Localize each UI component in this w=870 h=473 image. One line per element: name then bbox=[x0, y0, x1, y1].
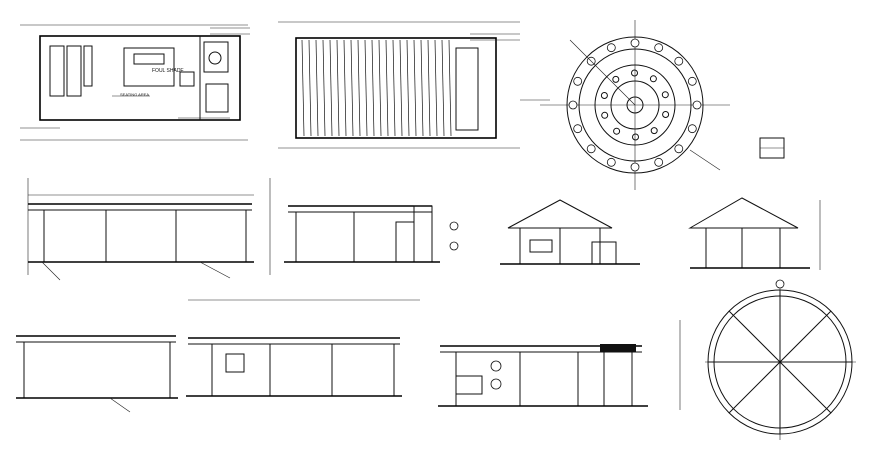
rafter-line bbox=[378, 39, 382, 137]
column-marker bbox=[654, 43, 664, 53]
seat-stool bbox=[612, 75, 620, 83]
rafter-line bbox=[357, 39, 361, 137]
seating-area-label: SEATING AREA bbox=[120, 92, 149, 97]
seat-stool bbox=[662, 111, 670, 118]
rafter-line bbox=[329, 39, 333, 137]
seat-stool bbox=[631, 69, 638, 77]
column-marker bbox=[654, 157, 664, 167]
floor-plan-left: SEATING AREA FOUL SHADE bbox=[20, 24, 250, 141]
section-bottom-right bbox=[438, 320, 681, 410]
seat-stool bbox=[661, 91, 669, 99]
seat-stool bbox=[600, 92, 608, 99]
gazebo-elevations bbox=[500, 197, 821, 270]
shade-label: FOUL SHADE bbox=[152, 68, 184, 74]
seat-stool bbox=[601, 111, 609, 119]
rafter-line bbox=[399, 39, 403, 137]
elevation-middle bbox=[269, 178, 459, 275]
pergola-roof-plan bbox=[278, 21, 550, 149]
rafter-line bbox=[322, 39, 326, 137]
column-marker bbox=[692, 100, 702, 110]
column-marker bbox=[630, 38, 640, 48]
rafter-line bbox=[434, 39, 438, 137]
round-gazebo-plan bbox=[540, 20, 785, 190]
rafter-line bbox=[343, 39, 347, 137]
column-marker bbox=[573, 76, 583, 86]
column-marker bbox=[674, 144, 684, 154]
seat-stool bbox=[613, 127, 621, 135]
rafter-line bbox=[301, 39, 305, 137]
rafter-line bbox=[392, 39, 396, 137]
rafter-line bbox=[350, 39, 354, 137]
seat-stool bbox=[649, 75, 657, 83]
column-marker bbox=[606, 157, 616, 167]
round-roof-plan bbox=[705, 279, 856, 440]
elevation-bottom-middle bbox=[186, 299, 420, 397]
rafter-line bbox=[427, 39, 431, 137]
elevation-bottom-left bbox=[16, 335, 178, 413]
rafter-line bbox=[385, 39, 389, 137]
rafter-line bbox=[371, 39, 375, 137]
rafter-line bbox=[420, 39, 424, 137]
column-marker bbox=[586, 144, 596, 154]
column-marker bbox=[674, 56, 684, 66]
elevation-left bbox=[27, 178, 254, 281]
rafter-line bbox=[336, 39, 340, 137]
rafter-line bbox=[364, 39, 368, 137]
seat-stool bbox=[650, 127, 658, 135]
rafter-line bbox=[308, 39, 312, 137]
rafter-line bbox=[448, 39, 452, 137]
column-marker bbox=[630, 162, 640, 172]
column-marker bbox=[687, 124, 697, 134]
column-marker bbox=[687, 76, 697, 86]
rafter-line bbox=[406, 39, 410, 137]
rafter-line bbox=[441, 39, 445, 137]
rafter-line bbox=[413, 39, 417, 137]
column-marker bbox=[573, 124, 583, 134]
column-marker bbox=[568, 100, 578, 110]
column-marker bbox=[606, 43, 616, 53]
rafter-line bbox=[315, 39, 319, 137]
seat-stool bbox=[632, 133, 639, 141]
